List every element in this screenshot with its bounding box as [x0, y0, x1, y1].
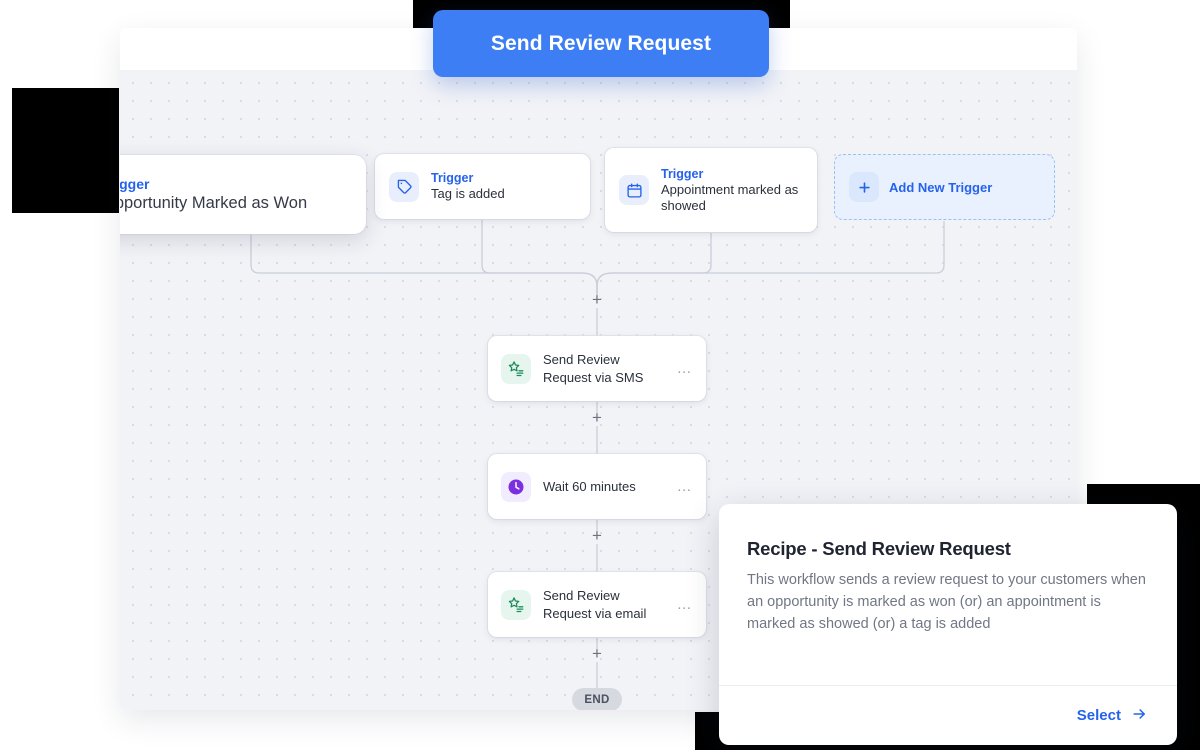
review-star-icon [501, 589, 531, 620]
calendar-icon [619, 175, 649, 205]
trigger-kicker: Trigger [120, 176, 150, 192]
trigger-card-tag-is-added[interactable]: Trigger Tag is added [375, 154, 590, 219]
add-step-plus-icon-1[interactable]: + [592, 290, 602, 309]
recipe-panel: Recipe - Send Review Request This workfl… [719, 504, 1177, 745]
recipe-footer: Select [719, 685, 1177, 745]
connector-lines [250, 195, 945, 688]
trigger-card-appointment-marked-as-showed[interactable]: Trigger Appointment marked as showed [605, 148, 817, 232]
action-menu-icon[interactable]: … [676, 595, 693, 613]
trigger-kicker: Trigger [661, 166, 704, 181]
add-new-trigger-button[interactable]: Add New Trigger [834, 154, 1055, 220]
trigger-label: Appointment marked as showed [661, 181, 799, 213]
select-label: Select [1076, 707, 1121, 724]
trigger-label: Tag is added [431, 186, 505, 201]
end-node: END [572, 688, 622, 710]
add-step-plus-icon-2[interactable]: + [592, 408, 602, 427]
workflow-window: Trigger Tag is added Trigger Appointme [120, 28, 1077, 710]
send-review-request-button[interactable]: Send Review Request [433, 10, 769, 77]
action-label: Send Review Request via email [543, 587, 647, 621]
trigger-label: Opportunity Marked as Won [120, 194, 308, 212]
add-step-plus-icon-4[interactable]: + [592, 644, 602, 663]
action-card-send-review-request-sms[interactable]: Send Review Request via SMS … [488, 336, 706, 401]
trigger-kicker: Trigger [431, 171, 474, 185]
recipe-title: Recipe - Send Review Request [747, 538, 1011, 559]
action-card-wait-60-minutes[interactable]: Wait 60 minutes … [488, 454, 706, 519]
arrow-right-icon [1130, 706, 1149, 726]
recipe-body: Recipe - Send Review Request This workfl… [719, 504, 1177, 635]
action-label: Send Review Request via SMS [543, 351, 644, 385]
add-step-plus-icon-3[interactable]: + [592, 526, 602, 545]
trigger-card-opportunity-marked-as-won[interactable]: Trigger Opportunity Marked as Won [120, 155, 366, 234]
action-label: Wait 60 minutes [543, 478, 636, 494]
add-new-trigger-label: Add New Trigger [889, 179, 993, 195]
action-card-send-review-request-email[interactable]: Send Review Request via email … [488, 572, 706, 637]
workflow-canvas[interactable]: Trigger Tag is added Trigger Appointme [120, 70, 1077, 710]
action-menu-icon[interactable]: … [676, 359, 693, 377]
clock-icon [501, 471, 531, 502]
action-menu-icon[interactable]: … [676, 477, 693, 495]
review-star-icon [501, 353, 531, 384]
accent-block-left [12, 88, 119, 213]
tag-icon [389, 171, 419, 202]
recipe-description: This workflow sends a review request to … [747, 572, 1146, 632]
plus-icon [849, 172, 879, 202]
select-button[interactable]: Select [1077, 706, 1149, 726]
